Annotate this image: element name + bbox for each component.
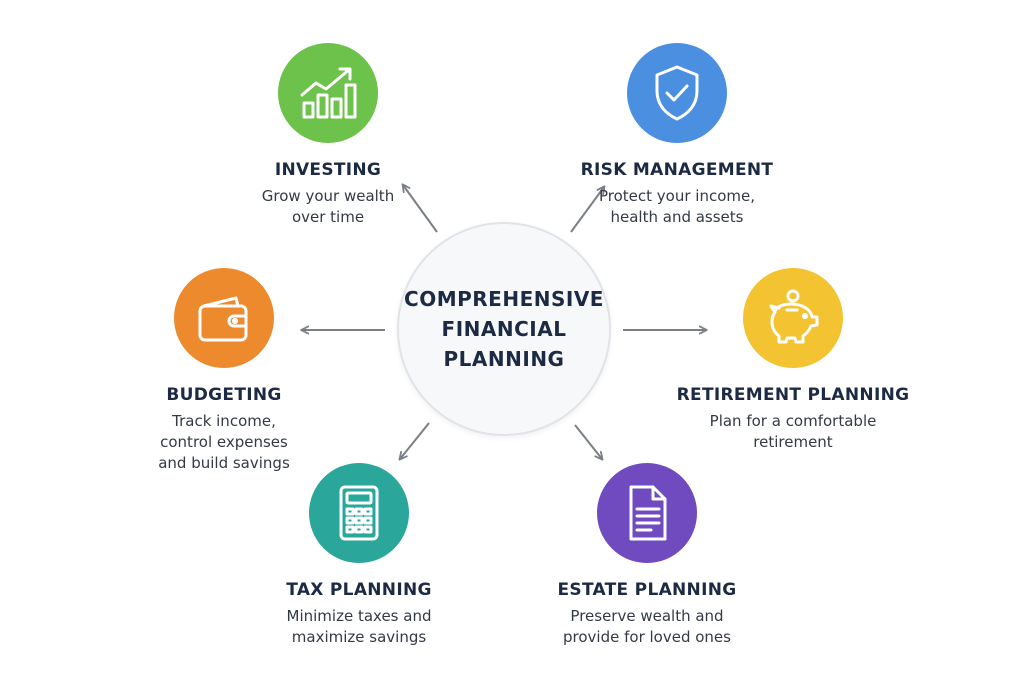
description-line: Plan for a comfortable [709, 412, 877, 430]
description-line: over time [291, 208, 365, 226]
description-line: Preserve wealth and [570, 607, 724, 625]
description-line: Track income, [172, 412, 276, 430]
risk-management-title: RISK MANAGEMENT [580, 160, 774, 180]
description-line: maximize savings [291, 628, 427, 646]
estate-planning-description: Preserve wealth and provide for loved on… [517, 606, 777, 648]
center-title: COMPREHENSIVE FINANCIAL PLANNING [404, 284, 604, 374]
growth-chart-icon [300, 67, 357, 119]
budgeting-title: BUDGETING [166, 385, 282, 405]
retirement-planning-description: Plan for a comfortable retirement [663, 411, 923, 453]
center-title-line: COMPREHENSIVE [404, 287, 604, 311]
center-title-line: FINANCIAL [441, 317, 567, 341]
estate-planning-title: ESTATE PLANNING [557, 580, 737, 600]
estate-planning-icon-circle [597, 463, 697, 563]
description-line: provide for loved ones [563, 628, 731, 646]
investing-icon-circle [278, 43, 378, 143]
calculator-icon [339, 485, 379, 541]
retirement-planning-icon-circle [743, 268, 843, 368]
wallet-icon [198, 296, 248, 342]
node-retirement-planning: RETIREMENT PLANNING Plan for a comfortab… [663, 268, 923, 453]
piggy-bank-icon [769, 289, 819, 344]
description-line: and build savings [158, 454, 290, 472]
node-estate-planning: ESTATE PLANNING Preserve wealth and prov… [517, 463, 777, 648]
shield-check-icon [655, 65, 699, 121]
center-hub: COMPREHENSIVE FINANCIAL PLANNING [397, 222, 611, 436]
tax-planning-icon-circle [309, 463, 409, 563]
risk-management-icon-circle [627, 43, 727, 143]
investing-title: INVESTING [274, 160, 382, 180]
retirement-planning-title: RETIREMENT PLANNING [676, 385, 910, 405]
tax-planning-description: Minimize taxes and maximize savings [229, 606, 489, 648]
arrow-to-risk-management [570, 185, 606, 233]
description-line: Minimize taxes and [286, 607, 432, 625]
description-line: Grow your wealth [261, 187, 395, 205]
investing-description: Grow your wealth over time [198, 186, 458, 228]
arrow-to-estate-planning [574, 424, 604, 461]
document-icon [629, 485, 667, 541]
description-line: retirement [753, 433, 833, 451]
arrow-to-investing [401, 183, 438, 233]
budgeting-icon-circle [174, 268, 274, 368]
description-line: Protect your income, [598, 187, 755, 205]
risk-management-description: Protect your income, health and assets [547, 186, 807, 228]
arrow-to-tax-planning [398, 422, 430, 461]
node-investing: INVESTING Grow your wealth over time [198, 43, 458, 228]
description-line: control expenses [160, 433, 288, 451]
description-line: health and assets [610, 208, 744, 226]
tax-planning-title: TAX PLANNING [286, 580, 432, 600]
node-budgeting: BUDGETING Track income, control expenses… [94, 268, 354, 474]
center-title-line: PLANNING [443, 347, 565, 371]
node-risk-management: RISK MANAGEMENT Protect your income, hea… [547, 43, 807, 228]
node-tax-planning: TAX PLANNING Minimize taxes and maximize… [229, 463, 489, 648]
budgeting-description: Track income, control expenses and build… [94, 411, 354, 474]
